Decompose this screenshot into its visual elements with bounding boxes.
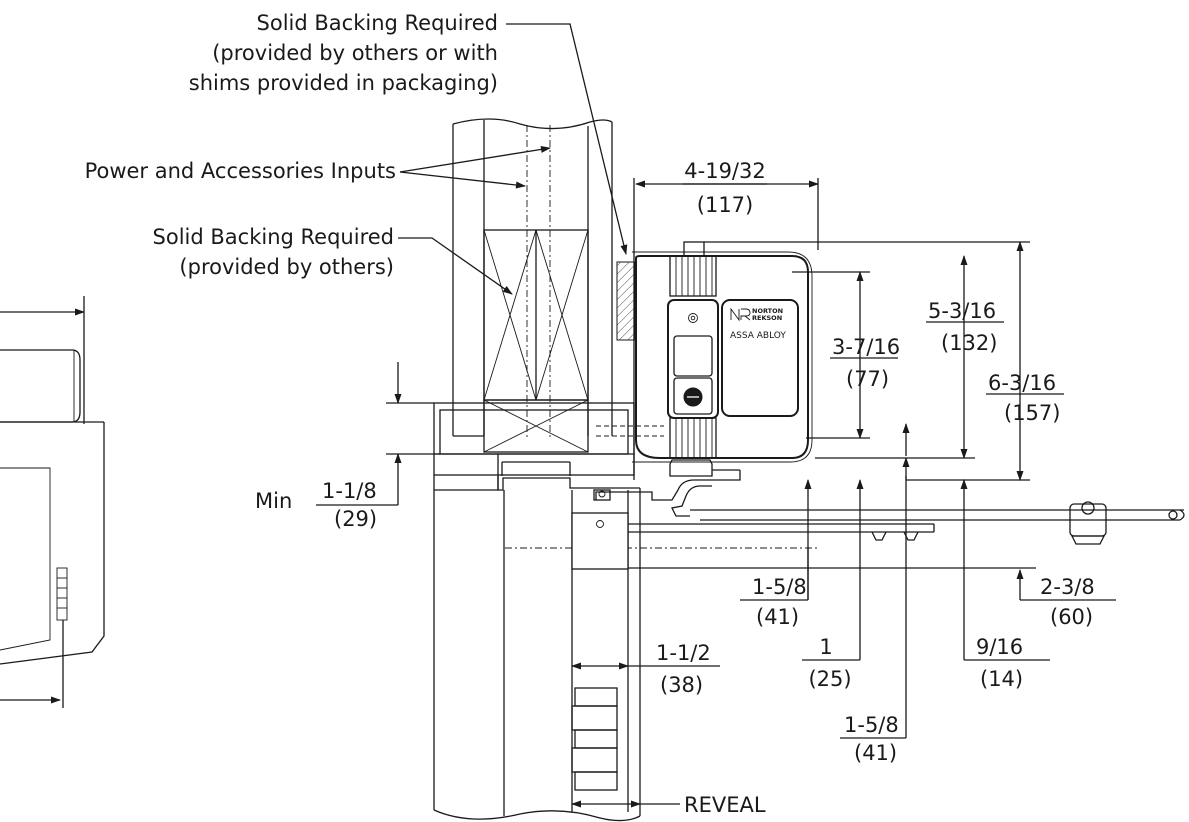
dim-mm: (41) [756,605,799,629]
dim-height-small: 3-7/16 (77) [792,271,900,439]
callout-line: (provided by others or with [212,41,498,65]
arm-pivot [1069,501,1107,545]
dim-height-total: 6-3/16 (157) [704,241,1064,481]
hinge-knuckles [571,687,618,791]
dim-value: 1-1/8 [322,479,377,503]
dim-mm: (41) [854,741,897,765]
reveal-callout: REVEAL [571,793,766,817]
brand-line2: REKSON [752,314,782,322]
dim-mm: (132) [941,331,997,355]
dim-value: 1-1/2 [656,641,711,665]
dim-stop: 1-1/2 (38) [571,641,720,697]
dim-value: 4-19/32 [684,159,765,183]
dim-width-top: 4-19/32 (117) [635,159,819,250]
reveal-label: REVEAL [684,793,766,817]
callout-line: (provided by others) [179,255,394,279]
dim-arm-d: 9/16 (14) [960,479,1050,691]
dim-mm: (38) [660,673,703,697]
dim-height-mid: 5-3/16 (132) [815,255,1004,459]
dim-mm: (117) [697,193,753,217]
frame-header [433,118,664,491]
door-operator: NORTON REKSON ASSA ABLOY [593,241,813,517]
dim-value: 5-3/16 [928,299,996,323]
dim-mm: (60) [1050,605,1093,629]
dim-value: 3-7/16 [832,335,900,359]
dim-mm: (157) [1004,401,1060,425]
dim-min-gap: Min 1-1/8 (29) [255,362,440,531]
door [433,476,818,822]
dim-mm: (14) [980,667,1023,691]
dim-value: 1-5/8 [844,713,899,737]
dim-arm-b: 2-3/8 (60) [628,567,1116,629]
callout-solid-backing-mid: Solid Backing Required (provided by othe… [153,225,513,295]
callout-line: Solid Backing Required [153,225,394,249]
left-hinge-knurl [56,567,68,621]
dim-arm-a: 1-5/8 (41) [740,479,812,629]
brand-line3: ASSA ABLOY [730,331,786,341]
dim-mm: (25) [808,667,851,691]
dim-value: 1 [819,635,832,659]
callout-line: Solid Backing Required [257,11,498,35]
dim-mm: (29) [334,507,377,531]
dim-mm: (77) [846,367,889,391]
dim-value: 1-5/8 [752,575,807,599]
dim-arm-e: 1-5/8 (41) [840,423,910,765]
dim-value: 9/16 [976,635,1023,659]
dim-prefix: Min [255,489,292,513]
dim-arm-c: 1 (25) [802,479,864,691]
knurl-top [669,255,717,297]
brand-line1: NORTON [752,307,783,315]
operator-arm [628,501,1185,545]
callout-power-inputs: Power and Accessories Inputs [85,145,551,189]
dim-value: 6-3/16 [988,371,1056,395]
knurl-bottom [669,417,717,459]
callout-line: shims provided in packaging) [189,71,498,95]
callout-line: Power and Accessories Inputs [85,159,396,183]
wood-blocking [483,229,589,453]
brand-logo: NORTON REKSON ASSA ABLOY [730,307,786,341]
callout-solid-backing-top: Solid Backing Required (provided by othe… [189,11,628,255]
dim-value: 2-3/8 [1040,575,1095,599]
left-partial-view [0,296,105,708]
